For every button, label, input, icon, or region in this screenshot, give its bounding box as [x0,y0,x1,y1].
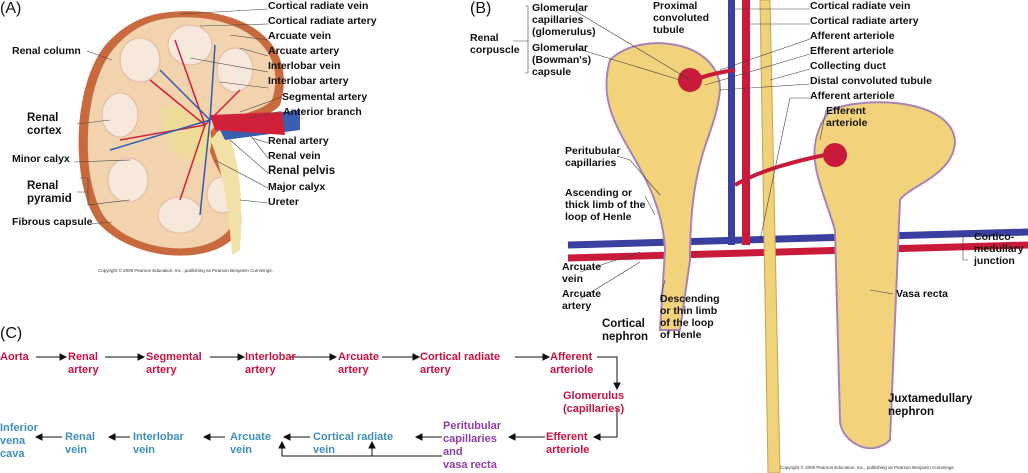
label-interlobar-artery: Interlobar artery [268,75,349,87]
label-arcuate-artery: Arcuate artery [268,45,340,57]
label-juxtamedullary-nephron: Juxtamedullary nephron [888,393,973,418]
copyright-b: Copyright © 2009 Pearson Education, Inc.… [780,465,955,470]
flow-segmental-artery: Segmental artery [146,351,202,376]
label-ascending-limb: Ascending or thick limb of the loop of H… [565,187,646,223]
label-arcuate-vein: Arcuate vein [268,30,332,42]
flow-aorta: Aorta [0,351,29,363]
flow-efferent-arteriole: Efferent arteriole [546,431,590,456]
label-segmental-artery: Segmental artery [282,91,368,103]
flow-inferior-vena-cava: Inferior vena cava [0,422,38,460]
label-arcuate-vein: Arcuate vein [562,261,602,285]
label-distal-convoluted-tubule: Distal convoluted tubule [810,75,932,87]
label-renal-pelvis: Renal pelvis [268,165,336,177]
copyright-a: Copyright © 2009 Pearson Education, Inc.… [98,268,273,273]
flow-afferent-arteriole: Afferent arteriole [550,351,594,376]
label-ureter: Ureter [268,196,299,208]
label-cortical-radiate-artery: Cortical radiate artery [268,15,377,27]
flow-interlobar-vein: Interlobar vein [133,431,184,456]
label-arcuate-artery: Arcuate artery [562,288,602,312]
label-renal-cortex: Renal cortex [27,112,62,137]
label-cortical-radiate-vein: Cortical radiate vein [268,0,369,12]
flow-arcuate-vein: Arcuate vein [230,431,271,456]
label-b-cortical-radiate-vein: Cortical radiate vein [810,0,911,12]
label-afferent-arteriole: Afferent arteriole [810,30,895,42]
label-b-cortical-radiate-artery: Cortical radiate artery [810,15,919,27]
label-anterior-branch: Anterior branch [283,106,362,118]
label-afferent-arteriole-2: Afferent arteriole [810,90,895,102]
label-renal-pyramid: Renal pyramid [27,180,72,205]
label-efferent-arteriole: Efferent arteriole [810,45,895,57]
flow-renal-artery: Renal artery [68,351,99,376]
label-glomerular-capillaries: Glomerular capillaries (glomerulus) [532,2,596,38]
label-collecting-duct: Collecting duct [810,60,886,72]
panel-b-tag: (B) [470,0,492,17]
label-minor-calyx: Minor calyx [12,153,70,165]
nephron-illustration [567,0,1028,473]
label-vasa-recta: Vasa recta [896,288,948,300]
kidney-illustration [78,11,300,256]
label-glomerular-capsule: Glomerular (Bowman's) capsule [532,42,592,78]
label-peritubular-capillaries: Peritubular capillaries [565,145,621,169]
label-renal-artery: Renal artery [268,135,329,147]
panel-a-tag: (A) [0,0,22,17]
flow-glomerulus: Glomerulus (capillaries) [563,390,625,415]
label-renal-column: Renal column [12,45,81,57]
flow-peritubular-capillaries: Peritubular capillaries and vasa recta [443,420,502,471]
panel-c-tag: (C) [0,325,23,342]
flow-renal-vein: Renal vein [65,431,95,456]
label-renal-vein: Renal vein [268,150,321,162]
label-interlobar-vein: Interlobar vein [268,60,341,72]
label-fibrous-capsule: Fibrous capsule [12,216,93,228]
flow-arrows [34,353,621,457]
flow-cortical-radiate-artery: Cortical radiate artery [420,351,501,376]
label-cortical-nephron: Cortical nephron [602,318,648,343]
label-corticomedullary-junction: Cortico- medullary junction [974,231,1024,267]
label-efferent-arteriole-2: Efferent arteriole [826,105,868,129]
label-proximal-convoluted-tubule: Proximal convoluted tubule [653,0,710,36]
label-major-calyx: Major calyx [268,181,326,193]
flow-arcuate-artery: Arcuate artery [338,351,379,376]
label-renal-corpuscle: Renal corpuscle [470,32,520,56]
flow-cortical-radiate-vein: Cortical radiate vein [313,431,394,456]
flow-interlobar-artery: Interlobar artery [245,351,296,376]
label-descending-limb: Descending or thin limb of the loop of H… [660,293,720,341]
